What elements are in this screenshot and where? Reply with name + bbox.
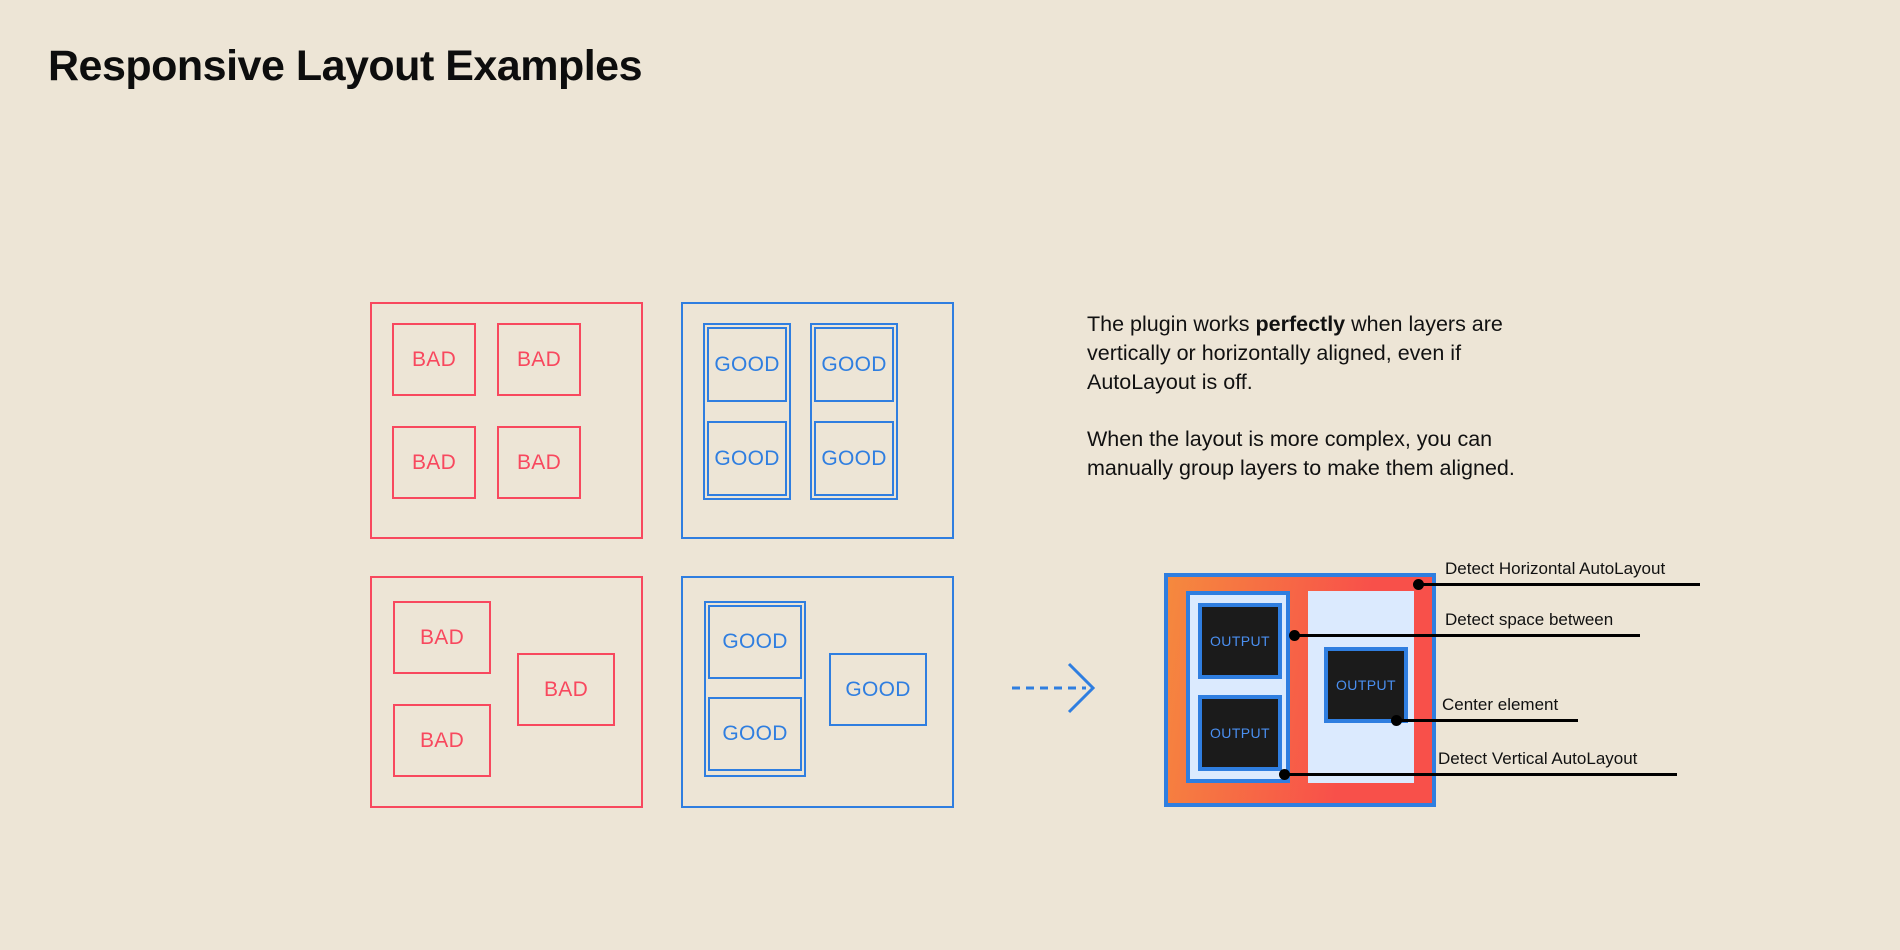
callout-leader-line (1417, 583, 1700, 586)
bad-cell: BAD (393, 704, 491, 777)
page-title: Responsive Layout Examples (48, 42, 643, 90)
description-p1-before: The plugin works (1087, 312, 1256, 336)
good-cell: GOOD (707, 421, 787, 496)
good-cell: GOOD (814, 421, 894, 496)
bad-cell: BAD (497, 426, 581, 499)
description-paragraph-2: When the layout is more complex, you can… (1087, 427, 1515, 480)
good-cell: GOOD (707, 327, 787, 402)
good-cell: GOOD (814, 327, 894, 402)
good-cell: GOOD (708, 697, 802, 771)
bad-cell: BAD (392, 323, 476, 396)
autolayout-detection-mockup: OUTPUT OUTPUT OUTPUT (1164, 573, 1436, 807)
output-box: OUTPUT (1198, 603, 1282, 679)
mock-right-column: OUTPUT (1308, 591, 1414, 783)
callout-detect-vertical-autolayout: Detect Vertical AutoLayout (1279, 749, 1677, 780)
callout-leader-line (1395, 719, 1578, 722)
output-box: OUTPUT (1324, 647, 1408, 723)
bad-freeform-panel: BAD BAD BAD (370, 576, 643, 808)
layer-group: GOOD GOOD (704, 601, 806, 777)
callout-label: Detect Vertical AutoLayout (1438, 749, 1638, 768)
good-cell: GOOD (829, 653, 927, 726)
callout-anchor-dot (1391, 715, 1402, 726)
description-text: The plugin works perfectly when layers a… (1087, 310, 1547, 483)
description-p1-emphasis: perfectly (1255, 312, 1346, 336)
callout-detect-space-between: Detect space between (1289, 610, 1640, 641)
description-paragraph-1: The plugin works perfectly when layers a… (1087, 310, 1547, 397)
callout-anchor-dot (1413, 579, 1424, 590)
layer-group: GOOD GOOD (703, 323, 791, 500)
callout-leader-line (1293, 634, 1640, 637)
dashed-right-arrow-icon (1012, 660, 1104, 716)
output-box: OUTPUT (1198, 695, 1282, 771)
callout-label: Center element (1442, 695, 1559, 714)
callout-center-element: Center element (1391, 695, 1578, 726)
bad-cell: BAD (393, 601, 491, 674)
bad-grid-panel: BAD BAD BAD BAD (370, 302, 643, 539)
good-cell: GOOD (708, 605, 802, 679)
good-freeform-panel: GOOD GOOD GOOD (681, 576, 954, 808)
layer-group: GOOD GOOD (810, 323, 898, 500)
callout-anchor-dot (1279, 769, 1290, 780)
good-grid-panel: GOOD GOOD GOOD GOOD (681, 302, 954, 539)
mock-left-group: OUTPUT OUTPUT (1186, 591, 1290, 783)
bad-cell: BAD (517, 653, 615, 726)
callout-detect-horizontal-autolayout: Detect Horizontal AutoLayout (1413, 559, 1700, 590)
description-p1-after: when layers are vertically or horizontal… (1087, 312, 1503, 394)
callout-leader-line (1283, 773, 1677, 776)
callout-label: Detect space between (1445, 610, 1614, 629)
callout-label: Detect Horizontal AutoLayout (1445, 559, 1666, 578)
bad-cell: BAD (497, 323, 581, 396)
bad-cell: BAD (392, 426, 476, 499)
callout-anchor-dot (1289, 630, 1300, 641)
